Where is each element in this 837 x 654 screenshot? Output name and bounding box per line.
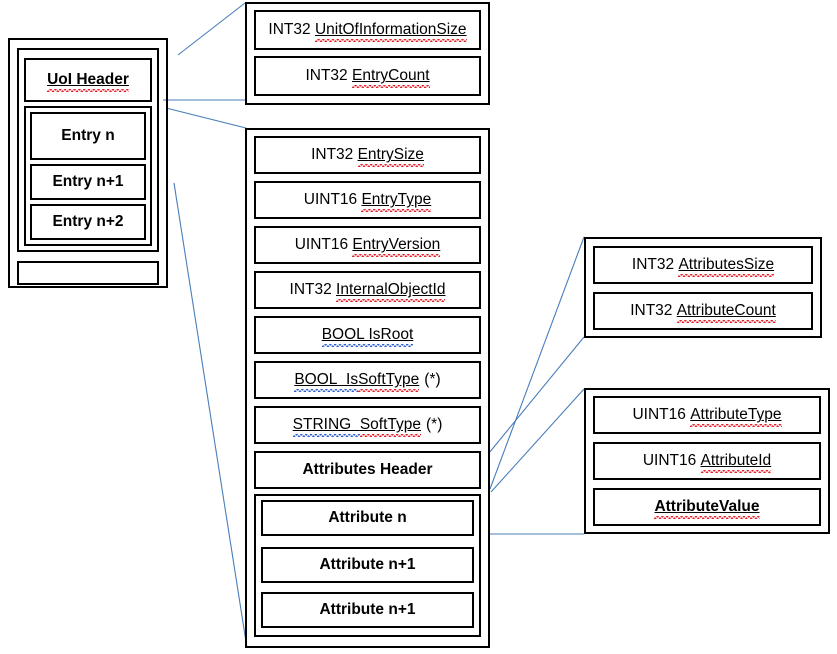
entry-field-entrysize[interactable]: INT32 EntrySize [254,136,481,174]
uoi-header-field-0-type: INT32 [268,21,315,39]
entry-field-5-name: SoftType [358,371,420,389]
entry-field-5-type: BOOL Is [294,371,359,389]
entry-field-5-note: (*) [424,371,441,389]
connector-entry-bottom [173,182,248,649]
uoi-entry-2-label: Entry n+2 [52,213,124,231]
entry-attribute-1[interactable]: Attribute n+1 [261,547,474,583]
entry-field-2-type: UINT16 [294,236,353,254]
attribute-field-id[interactable]: UINT16 AttributeId [593,442,821,480]
attribute-field-1-name: AttributeId [700,452,772,470]
entry-attributes-header-label: Attributes Header [302,461,433,479]
entry-field-0-name: EntrySize [357,146,424,164]
connector-attrheader-2 [489,236,585,490]
uoi-header-field-1-name: EntryCount [351,67,430,85]
attributes-header-field-0-name: AttributesSize [678,256,775,274]
attributes-header-field-0[interactable]: INT32 AttributesSize [593,246,813,284]
uoi-footer-box[interactable] [17,261,159,285]
entry-field-0-type: INT32 [311,146,358,164]
entry-field-6-name: SoftType [359,416,421,434]
attribute-field-2-name: AttributeValue [654,498,760,516]
uoi-header-panel-frame [245,2,490,105]
uoi-outer-frame [8,38,168,288]
attribute-field-value[interactable]: AttributeValue [593,488,821,526]
entry-field-6-note: (*) [426,416,443,434]
attribute-field-type[interactable]: UINT16 AttributeType [593,396,821,434]
entry-attribute-2[interactable]: Attribute n+1 [261,592,474,628]
entry-field-internalobjectid[interactable]: INT32 InternalObjectId [254,271,481,309]
entry-field-entrytype[interactable]: UINT16 EntryType [254,181,481,219]
uoi-entry-0[interactable]: Entry n [30,112,146,160]
entry-attribute-1-label: Attribute n+1 [319,556,416,574]
uoi-header-field-1[interactable]: INT32 EntryCount [254,56,481,96]
entry-field-isroot[interactable]: BOOL IsRoot [254,316,481,354]
attribute-field-1-type: UINT16 [642,452,701,470]
entry-field-issofttype[interactable]: BOOL IsSoftType(*) [254,361,481,399]
uoi-entry-1[interactable]: Entry n+1 [30,164,146,200]
uoi-header-field-0-name: UnitOfInformationSize [314,21,467,39]
entry-field-6-type: STRING [292,416,360,434]
entry-attributes-group [254,494,481,637]
entry-field-softtype[interactable]: STRING SoftType (*) [254,406,481,444]
entry-attributes-header-box[interactable]: Attributes Header [254,451,481,489]
entry-attribute-0[interactable]: Attribute n [261,500,474,536]
uoi-entry-2[interactable]: Entry n+2 [30,204,146,240]
entry-field-4-label: BOOL IsRoot [321,326,414,344]
uoi-entry-1-label: Entry n+1 [52,173,124,191]
attributes-header-field-0-type: INT32 [631,256,679,274]
attributes-header-field-1-name: AttributeCount [676,302,776,320]
uoi-header-field-0[interactable]: INT32 UnitOfInformationSize [254,10,481,50]
uoi-inner-frame [17,48,159,252]
uoi-header-field-1-type: INT32 [305,67,352,85]
attributes-header-panel-frame [584,237,822,338]
entry-attribute-2-label: Attribute n+1 [319,601,416,619]
entry-field-1-type: UINT16 [303,191,362,209]
attribute-panel-frame [584,388,830,534]
attributes-header-field-1-type: INT32 [630,302,677,320]
entry-field-3-name: InternalObjectId [336,281,446,299]
uoi-entries-group [24,106,152,246]
connector-attribute-top [490,388,585,493]
entry-field-1-name: EntryType [361,191,432,209]
attributes-header-field-1[interactable]: INT32 AttributeCount [593,292,813,330]
connector-attrheader [488,336,585,454]
attribute-field-0-name: AttributeType [690,406,782,424]
entry-field-3-type: INT32 [289,281,337,299]
attribute-field-0-type: UINT16 [632,406,691,424]
entry-attribute-0-label: Attribute n [328,509,407,527]
entry-field-2-name: EntryVersion [352,236,441,254]
uoi-entry-0-label: Entry n [61,127,115,145]
entry-field-entryversion[interactable]: UINT16 EntryVersion [254,226,481,264]
connector-entry-top [165,107,247,129]
uoi-header-label: UoI Header [47,71,129,89]
uoi-header-box[interactable]: UoI Header [24,58,152,102]
connector-uoiheader [177,2,246,56]
